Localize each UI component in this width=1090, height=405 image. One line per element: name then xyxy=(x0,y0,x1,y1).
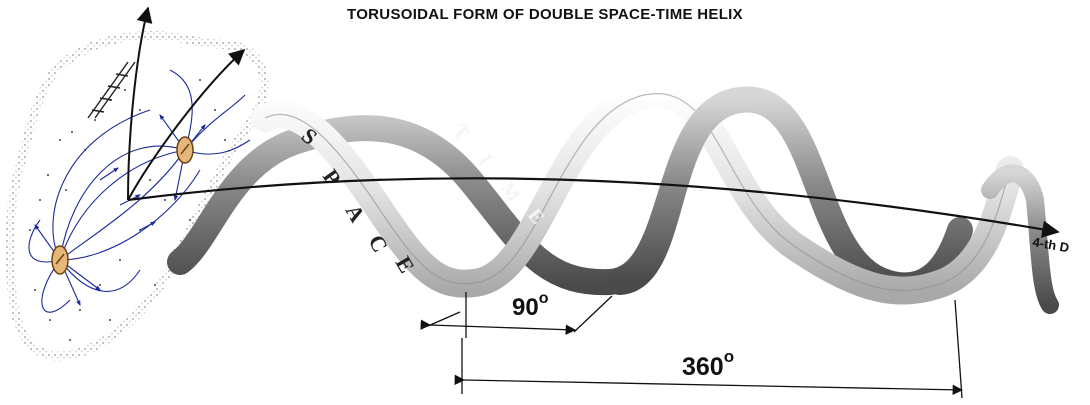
charge-lower xyxy=(51,245,69,275)
angle-90-label: 90o xyxy=(512,290,549,321)
charge-upper xyxy=(176,136,194,164)
space-letter: C xyxy=(364,231,394,257)
axis-label: 4-th D xyxy=(1031,234,1070,255)
dimension-90 xyxy=(420,292,613,338)
fourth-dimension-axis xyxy=(127,177,1060,238)
blob-arrows xyxy=(127,6,246,201)
far-strand-end xyxy=(981,164,1059,314)
time-strand-front-segment xyxy=(607,87,753,295)
space-letter: P xyxy=(318,165,346,190)
space-strand xyxy=(251,79,1024,305)
dimension-360 xyxy=(454,299,964,399)
diagram-title: TORUSOIDAL FORM OF DOUBLE SPACE-TIME HEL… xyxy=(347,6,743,23)
time-letter: I xyxy=(474,150,497,169)
angle-360-label: 360o xyxy=(682,347,734,381)
time-letter: T xyxy=(448,120,473,145)
